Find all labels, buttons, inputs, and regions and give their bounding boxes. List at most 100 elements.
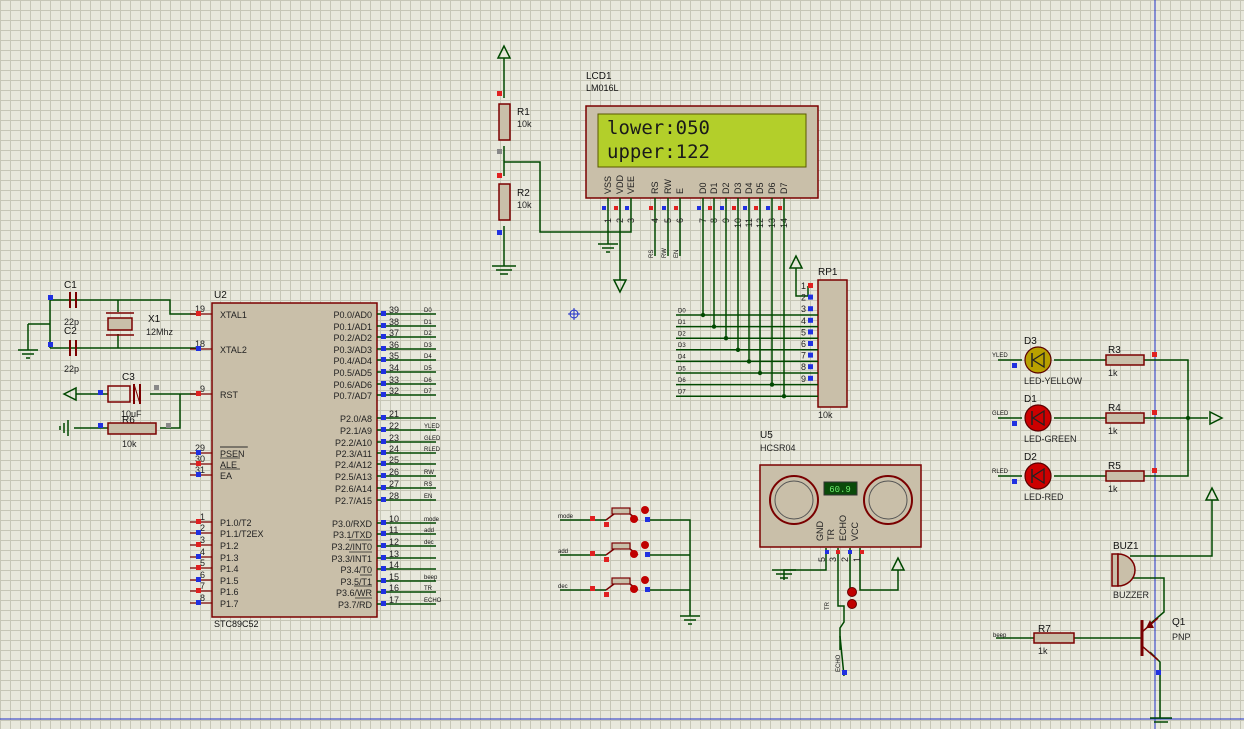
transistor-q1[interactable]: Q1 PNP xyxy=(1140,617,1191,675)
net-label-en: EN xyxy=(674,250,680,258)
resistor-r6[interactable]: R6 10k xyxy=(98,415,171,449)
net-label-mode: mode xyxy=(558,514,574,520)
mcu-pin-num: 33 xyxy=(389,375,399,385)
button-dec[interactable]: dec xyxy=(558,576,650,597)
mcu-pin-num: 29 xyxy=(195,443,205,453)
pin-marker xyxy=(836,550,840,554)
lcd-screen xyxy=(597,113,807,168)
mcu-pin-num: 32 xyxy=(389,386,399,396)
net-label-echo: ECHO xyxy=(836,654,842,672)
lcd-pin-name: VDD xyxy=(615,174,625,194)
pin-marker xyxy=(808,306,813,312)
capacitor-c3[interactable]: C3 10uF xyxy=(98,372,159,419)
ground-symbol-buttons xyxy=(680,615,700,625)
rp1-pin-num: 8 xyxy=(801,362,806,372)
resistor-value: 1k xyxy=(1108,426,1118,436)
mcu-pin-num: 2 xyxy=(200,523,205,533)
c1-ref: C1 xyxy=(64,280,77,291)
crystal-x1[interactable]: X1 12Mhz xyxy=(106,312,174,337)
u5-pin-num: 5 xyxy=(817,557,827,562)
pin-marker xyxy=(381,601,386,606)
rp1-pin-num: 1 xyxy=(801,281,806,291)
capacitor-c1[interactable]: C1 22p xyxy=(48,280,79,327)
pin-marker xyxy=(196,346,201,351)
pin-marker xyxy=(808,375,813,381)
net-label: beep xyxy=(424,575,438,581)
mcu-pin-name: RST xyxy=(220,390,239,400)
mcu-pin-name: P1.2 xyxy=(220,541,239,551)
capacitor-c2[interactable]: C2 22p xyxy=(48,326,79,374)
lcd-pin-num: 3 xyxy=(626,218,636,223)
net-label: D5 xyxy=(424,366,432,372)
button-add[interactable]: add xyxy=(558,541,650,562)
pin-marker xyxy=(196,577,201,582)
rp1-pin-num: 2 xyxy=(801,293,806,303)
net-label-d7: D7 xyxy=(678,390,686,396)
origin-marker[interactable] xyxy=(568,308,580,320)
resistor-r2[interactable]: R2 10k xyxy=(497,173,532,235)
net-label: RW xyxy=(424,470,434,476)
wires xyxy=(27,58,1213,718)
r2-ref: R2 xyxy=(517,188,530,199)
button-mode[interactable]: mode xyxy=(558,506,650,527)
pin-marker xyxy=(766,206,770,210)
resistor-ref: R5 xyxy=(1108,461,1121,472)
power-terminal-buzzer xyxy=(1204,486,1220,501)
buzzer-buz1[interactable]: BUZ1 BUZZER xyxy=(1111,541,1150,600)
mcu-model: STC89C52 xyxy=(214,619,259,629)
ground-symbol-u5 xyxy=(772,569,796,579)
pin-marker xyxy=(196,519,201,524)
rp1-pin-num: 6 xyxy=(801,339,806,349)
pin-marker xyxy=(381,555,386,560)
mcu-pin-num: 3 xyxy=(200,535,205,545)
mcu-pin-name: XTAL2 xyxy=(220,345,247,355)
pin-marker xyxy=(381,450,386,455)
probe-points-u5[interactable] xyxy=(847,587,857,609)
x1-ref: X1 xyxy=(148,314,161,325)
led-group[interactable]: YLEDD3LED-YELLOWR31kGLEDD1LED-GREENR41kR… xyxy=(992,336,1191,502)
lcd-ref: LCD1 xyxy=(586,71,612,82)
resistor-r1[interactable]: R1 10k xyxy=(497,91,532,154)
net-label-beep: beep xyxy=(993,633,1007,639)
mcu-pin-name: P1.7 xyxy=(220,599,239,609)
pin-marker xyxy=(196,391,201,396)
mcu-stc89c52[interactable]: U2 STC89C52 19XTAL118XTAL29RST29PSEN30AL… xyxy=(190,290,442,629)
resistor-ref: R4 xyxy=(1108,403,1121,414)
mcu-pin-num: 15 xyxy=(389,572,399,582)
pin-marker xyxy=(808,329,813,335)
c2-value: 22p xyxy=(64,364,79,374)
pin-marker xyxy=(743,206,747,210)
mcu-pin-num: 36 xyxy=(389,340,399,350)
mcu-pin-num: 24 xyxy=(389,444,399,454)
mcu-pin-num: 22 xyxy=(389,421,399,431)
resistor-ref: R3 xyxy=(1108,345,1121,356)
pin-marker xyxy=(808,352,813,358)
mcu-pin-num: 11 xyxy=(389,525,398,535)
resistor-r7[interactable]: R7 1k xyxy=(1033,624,1075,656)
mcu-pin-num: 27 xyxy=(389,479,399,489)
mcu-pin-num: 6 xyxy=(200,570,205,580)
x1-value: 12Mhz xyxy=(146,327,174,337)
power-terminal-lcd xyxy=(612,279,628,294)
pin-marker xyxy=(808,341,813,346)
push-buttons[interactable]: mode add dec xyxy=(558,506,650,597)
rp1-pin-num: 9 xyxy=(801,374,806,384)
mcu-pin-num: 37 xyxy=(389,328,399,338)
u5-pin-name: GND xyxy=(815,521,825,542)
lcd-lm016l[interactable]: LCD1 LM016L lower:050 upper:122 VSS1VDD2… xyxy=(585,71,819,228)
pin-marker xyxy=(754,206,758,210)
r1-ref: R1 xyxy=(517,107,530,118)
mcu-pin-name: EA xyxy=(220,471,232,481)
resistor-r4[interactable]: R4 1k xyxy=(1105,403,1157,436)
pin-marker xyxy=(720,206,724,210)
